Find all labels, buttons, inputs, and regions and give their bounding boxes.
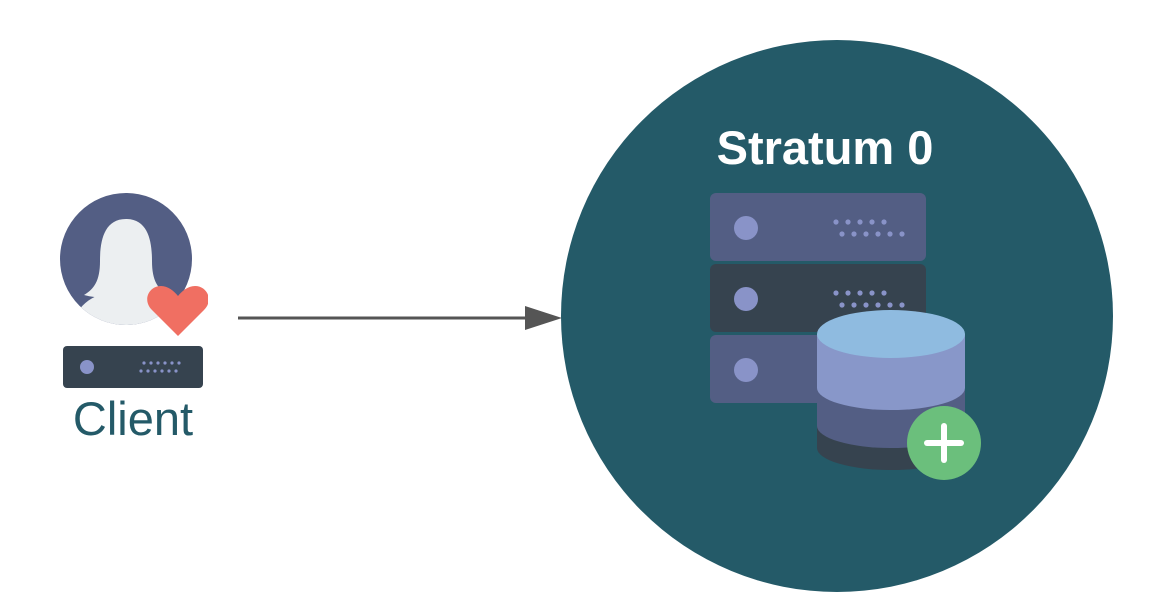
server-unit-icon [63, 346, 203, 388]
client-node: Client [58, 193, 208, 453]
user-avatar-icon [60, 193, 208, 336]
plus-circle-icon [907, 406, 981, 480]
heart-icon [147, 286, 208, 336]
stratum-title: Stratum 0 [716, 121, 934, 174]
client-label: Client [72, 392, 194, 445]
arrow-right-icon [238, 306, 562, 330]
